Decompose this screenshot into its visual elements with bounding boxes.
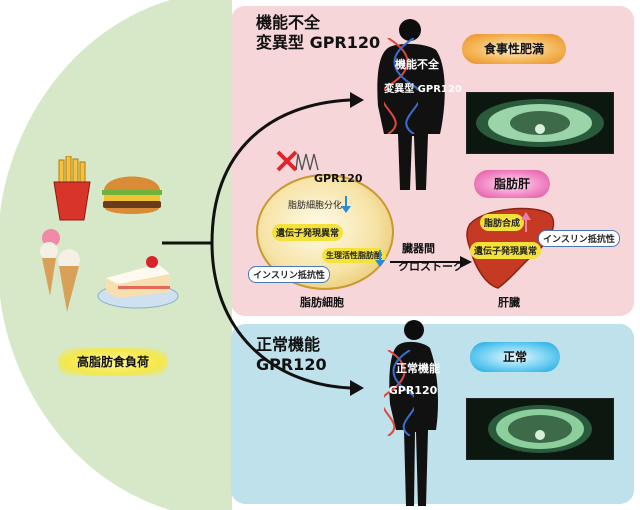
- dysfunction-title-line2: 変異型 GPR120: [256, 33, 381, 52]
- fat-synthesis-label: 脂肪合成: [480, 214, 525, 231]
- outcome-obesity: 食事性肥満: [462, 34, 566, 64]
- synthesis-up-arrow: [521, 212, 531, 232]
- outcome-normal: 正常: [470, 342, 560, 372]
- top-person-label-1: 機能不全: [395, 58, 439, 71]
- adipocyte-insulin-resistance: インスリン抵抗性: [248, 266, 330, 283]
- adipocyte-gene-abnormal: 遺伝子発現異常: [272, 224, 344, 241]
- bioactive-fatty-acid: 生理活性脂肪酸: [322, 248, 386, 263]
- person-silhouette-icon: [389, 320, 438, 506]
- top-person-label-2: 変異型 GPR120: [384, 84, 462, 95]
- crosstalk-line2: クロストーク: [398, 260, 464, 273]
- burger-icon: [102, 176, 162, 214]
- dysfunction-title-line1: 機能不全: [256, 13, 321, 32]
- ct-scan-obese: [466, 92, 614, 154]
- bioactive-down-arrow: [375, 250, 385, 267]
- cake-icon: [97, 256, 179, 309]
- bottom-person-label-1: 正常機能: [396, 362, 440, 375]
- adipocyte-caption: 脂肪細胞: [300, 296, 344, 309]
- ice-cream-icon: [40, 229, 80, 312]
- dna-helix-icon: [384, 38, 418, 134]
- person-silhouette-icon: [377, 19, 445, 191]
- diet-label: 高脂肪食負荷: [58, 348, 168, 376]
- normal-title-line2: GPR120: [256, 355, 327, 374]
- liver-gene-abnormal: 遺伝子発現異常: [470, 242, 542, 259]
- dna-helix-icon: [384, 350, 414, 436]
- differentiation-label: 脂肪細胞分化: [288, 201, 343, 211]
- differentiation-down-arrow: [341, 196, 351, 213]
- crosstalk-arrow: [390, 256, 472, 268]
- fries-icon: [53, 156, 91, 221]
- x-mark-icon: [276, 150, 298, 172]
- normal-title-line1: 正常機能: [256, 335, 321, 354]
- liver-insulin-resistance: インスリン抵抗性: [538, 230, 620, 247]
- crosstalk-line1: 臓器間: [402, 242, 435, 255]
- left-region: [0, 0, 232, 510]
- liver-caption: 肝臓: [498, 296, 520, 309]
- receptor-label: GPR120: [314, 172, 363, 185]
- ct-scan-normal: [466, 398, 614, 460]
- bottom-person-label-2: GPR120: [388, 384, 438, 397]
- fatty-liver-label: 脂肪肝: [474, 170, 550, 198]
- receptor-icon: [295, 153, 319, 171]
